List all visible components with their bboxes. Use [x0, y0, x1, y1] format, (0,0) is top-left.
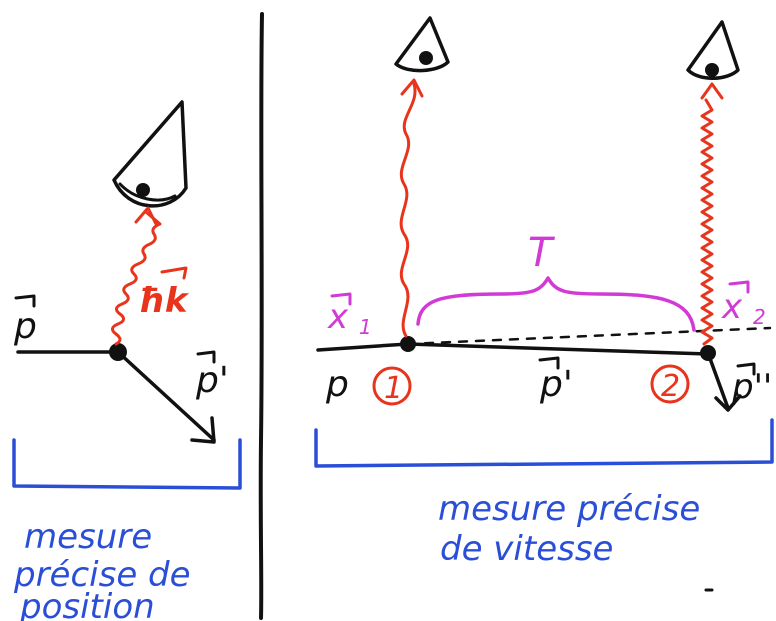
collision-point-1 [400, 336, 416, 352]
eye-icon [686, 20, 740, 80]
position-2-subscript: 2 [753, 305, 766, 329]
right-caption-line-2: de vitesse [440, 529, 613, 569]
right-momentum-mid-vector-bar [538, 356, 560, 370]
event-1-label: 1 [384, 371, 403, 406]
photon-wave [111, 210, 162, 346]
position-1-label: x 1 [327, 297, 372, 339]
right-caption: mesure précise de vitesse [438, 489, 711, 569]
right-outgoing-trajectory [706, 351, 730, 410]
position-1-subscript: 1 [359, 315, 372, 339]
outgoing-trajectory [116, 350, 216, 442]
photon-arrowhead-2 [700, 82, 724, 100]
panel-divider [258, 12, 264, 620]
photon-momentum-vector-bar [160, 266, 188, 280]
left-momentum-out-vector-bar [196, 350, 216, 364]
time-interval-brace [416, 276, 696, 332]
event-1-circle [372, 366, 412, 406]
right-caption-line-1: mesure précise [438, 489, 700, 529]
position-2-symbol: x [721, 287, 743, 327]
left-momentum-in-label: p [13, 306, 37, 347]
position-1-vector-bar [330, 292, 352, 306]
left-caption-line-1: mesure [24, 517, 152, 557]
eye-icon [112, 100, 188, 208]
left-panel: ħk p p' mesure précise de position [12, 100, 242, 621]
right-momentum-in-label: p [325, 364, 349, 405]
right-measurement-bracket [314, 418, 774, 468]
position-1-symbol: x [327, 297, 349, 337]
photon-wave-2 [700, 98, 714, 346]
right-momentum-out-label: p'' [731, 367, 772, 407]
right-trajectory [316, 342, 710, 356]
left-momentum-out-label: p' [195, 360, 229, 401]
outgoing-arrowhead [190, 416, 216, 444]
left-caption-line-3: position [19, 587, 155, 621]
left-caption-line-2: précise de [13, 555, 191, 595]
right-momentum-mid-label: p' [539, 364, 573, 405]
event-2-circle [650, 364, 690, 404]
eye-icon [394, 16, 450, 73]
left-caption: mesure précise de position [13, 517, 201, 621]
event-2-label: 2 [661, 369, 680, 404]
dashed-reference-line [406, 326, 772, 346]
right-panel: T x 1 x 2 p 1 p' 2 p'' mesure précis [314, 16, 774, 592]
left-measurement-bracket [12, 438, 242, 490]
position-2-vector-bar [728, 280, 750, 294]
position-2-label: x 2 [721, 287, 766, 329]
photon-arrowhead-1 [400, 78, 424, 98]
left-momentum-in-vector-bar [14, 294, 36, 308]
right-momentum-out-vector-bar [736, 362, 756, 376]
photon-arrowhead [134, 206, 158, 226]
right-outgoing-arrowhead [714, 394, 742, 412]
photon-wave-1 [399, 82, 417, 338]
time-interval-label: T [528, 230, 556, 276]
photon-momentum-label: ħk [138, 281, 190, 321]
